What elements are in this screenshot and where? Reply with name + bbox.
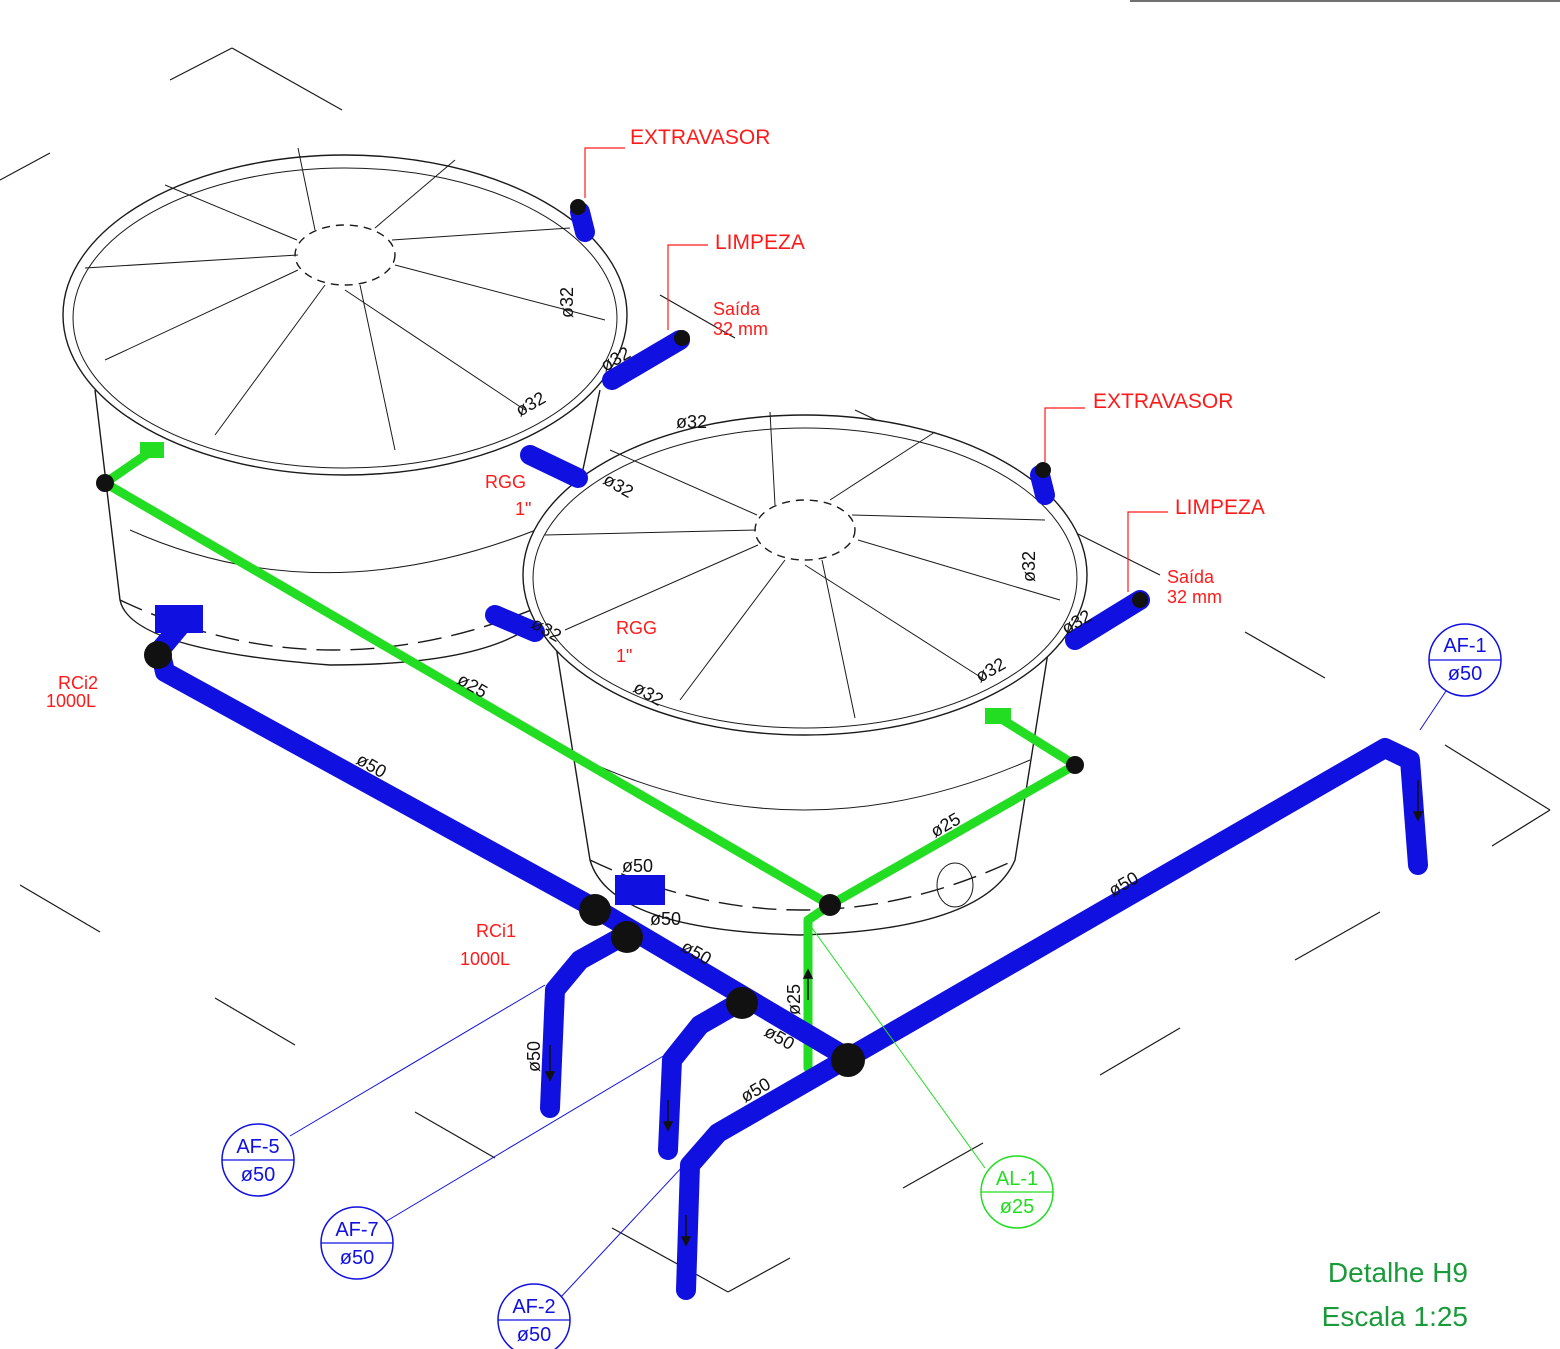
rgg-label-1: RGG xyxy=(485,472,526,492)
green-pipe-fittings xyxy=(96,442,1084,916)
saida-label-1a: Saída xyxy=(713,299,761,319)
tag-af5-id: AF-5 xyxy=(236,1136,279,1158)
ground-reference-lines xyxy=(0,0,1560,1293)
rci1-name: RCi1 xyxy=(476,921,516,941)
tag-af7: AF-7 ø50 xyxy=(320,1206,394,1280)
annotation-leaders xyxy=(584,147,1168,592)
tag-af5-dia: ø50 xyxy=(241,1164,275,1186)
dim-label: ø32 xyxy=(676,412,707,432)
saida-label-1b: 32 mm xyxy=(713,319,768,339)
rgg-size-1: 1" xyxy=(515,499,531,519)
detail-title: Detalhe H9 Escala 1:25 xyxy=(1322,1257,1468,1332)
tank-rci1 xyxy=(522,411,1088,936)
extravasor-label-1: EXTRAVASOR xyxy=(630,126,770,149)
dim-label: ø50 xyxy=(650,909,681,929)
saida-label-2a: Saída xyxy=(1167,567,1215,587)
tag-leaders xyxy=(289,687,1449,1299)
rgg-size-2: 1" xyxy=(616,646,632,666)
dim-label: ø50 xyxy=(622,856,653,876)
flow-arrows xyxy=(544,780,1424,1247)
dim-label: ø50 xyxy=(524,1041,544,1072)
limpeza-label-2: LIMPEZA xyxy=(1175,496,1265,519)
blue-pipe-fittings xyxy=(144,199,1148,1077)
dim-label: ø25 xyxy=(784,984,804,1015)
extravasor-label-2: EXTRAVASOR xyxy=(1093,390,1233,413)
tag-af1-id: AF-1 xyxy=(1443,635,1486,657)
detail-title-line1: Detalhe H9 xyxy=(1328,1257,1468,1288)
tag-al1: AL-1 ø25 xyxy=(980,1155,1054,1229)
limpeza-label-1: LIMPEZA xyxy=(715,231,805,254)
tag-af1-dia: ø50 xyxy=(1448,663,1482,685)
rgg-label-2: RGG xyxy=(616,618,657,638)
saida-label-2b: 32 mm xyxy=(1167,587,1222,607)
tag-af7-dia: ø50 xyxy=(340,1247,374,1269)
rci2-capacity: 1000L xyxy=(46,691,96,711)
tag-af5: AF-5 ø50 xyxy=(221,1123,295,1197)
tag-af2-id: AF-2 xyxy=(512,1296,555,1318)
rci2-name: RCi2 xyxy=(58,673,98,693)
tag-af1: AF-1 ø50 xyxy=(1428,623,1502,697)
rci1-capacity: 1000L xyxy=(460,949,510,969)
dim-label: ø32 xyxy=(1019,551,1039,582)
dim-label: ø25 xyxy=(454,669,491,702)
tank-rci2 xyxy=(62,147,628,666)
dim-label: ø32 xyxy=(557,287,577,318)
detail-title-line2: Escala 1:25 xyxy=(1322,1301,1468,1332)
tag-al1-id: AL-1 xyxy=(996,1168,1038,1190)
tag-af2: AF-2 ø50 xyxy=(497,1283,571,1349)
tag-al1-dia: ø25 xyxy=(1000,1196,1034,1218)
tag-af7-id: AF-7 xyxy=(335,1219,378,1241)
tag-af2-dia: ø50 xyxy=(517,1324,551,1346)
red-annotations: EXTRAVASOR LIMPEZA Saída 32 mm EXTRAVASO… xyxy=(46,126,1265,969)
